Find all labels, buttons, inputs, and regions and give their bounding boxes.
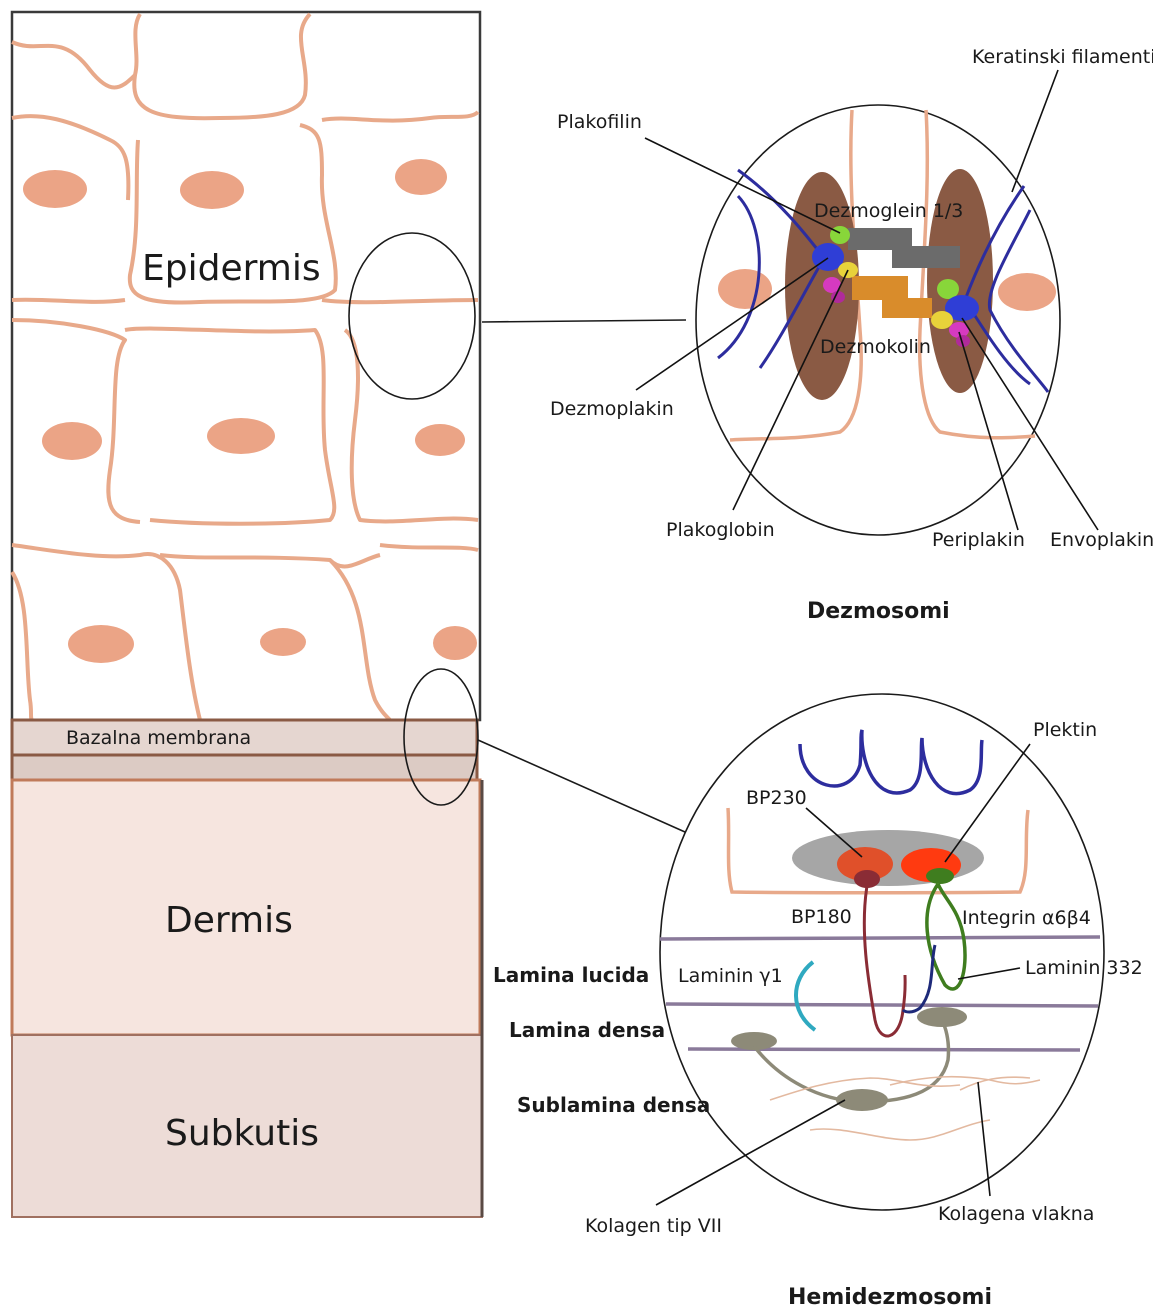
- lamina-densa-line: [666, 1004, 1098, 1006]
- nucleus: [68, 625, 134, 663]
- laminin332-label: Laminin 332: [1025, 957, 1143, 979]
- integrin-label: Integrin α6β4: [962, 907, 1091, 929]
- integrin-head: [926, 868, 954, 884]
- envoplakin-label: Envoplakin: [1050, 529, 1153, 551]
- plakophilin-label: Plakofilin: [557, 111, 642, 133]
- collagen7-label: Kolagen tip VII: [585, 1215, 722, 1237]
- desmosome-connector: [482, 320, 686, 322]
- lamina-densa-label: Lamina densa: [509, 1018, 665, 1042]
- nucleus: [23, 170, 87, 208]
- sublamina-densa-label: Sublamina densa: [517, 1093, 710, 1117]
- nucleus: [180, 171, 244, 209]
- desmocollin-label: Dezmokolin: [820, 336, 931, 358]
- bp230-label: BP230: [746, 787, 807, 809]
- plakoglobin-dot-right: [931, 311, 953, 329]
- lamina-lucida-label: Lamina lucida: [493, 963, 649, 987]
- bp180-label: BP180: [791, 906, 852, 928]
- keratin-label: Keratinski filamenti: [972, 46, 1153, 68]
- nucleus: [415, 424, 465, 456]
- plakoglobin-label: Plakoglobin: [666, 519, 775, 541]
- epidermis-label: Epidermis: [142, 248, 321, 289]
- leader-keratin: [1012, 70, 1058, 192]
- hemidesmosome-connector: [478, 740, 685, 832]
- subcutis-label: Subkutis: [165, 1113, 319, 1154]
- basement-membrane-label: Bazalna membrana: [66, 727, 251, 749]
- desmoplakin-label: Dezmoplakin: [550, 398, 674, 420]
- desmosome-circle: [696, 105, 1060, 535]
- hemidesmosome-circle: [660, 694, 1104, 1210]
- nucleus: [42, 422, 102, 460]
- nucleus: [395, 159, 447, 195]
- laminin-gamma-label: Laminin γ1: [678, 965, 783, 987]
- nucleus: [260, 628, 306, 656]
- nucleus: [207, 418, 275, 454]
- collagen-fibers-label: Kolagena vlakna: [938, 1203, 1094, 1225]
- periplakin-label: Periplakin: [932, 529, 1025, 551]
- desmoglein-label: Dezmoglein 1/3: [814, 200, 963, 222]
- bp180-head: [854, 870, 880, 888]
- lamina-lucida-line: [660, 937, 1100, 939]
- right-nucleus: [998, 273, 1056, 311]
- desmosome-title: Dezmosomi: [807, 599, 950, 624]
- desmosome-zoom: Keratinski filamenti Plakofilin Dezmogle…: [550, 46, 1153, 624]
- tissue-panel: Epidermis Bazalna membrana Dermis Subkut…: [12, 12, 482, 1217]
- plectin-label: Plektin: [1033, 719, 1097, 741]
- hemidesmosome-title: Hemidezmosomi: [788, 1285, 992, 1309]
- nucleus: [433, 626, 477, 660]
- hemidesmosome-zoom: Plektin BP230 BP180 Integrin α6β4 Lamini…: [493, 694, 1143, 1309]
- dermis-label: Dermis: [165, 900, 293, 941]
